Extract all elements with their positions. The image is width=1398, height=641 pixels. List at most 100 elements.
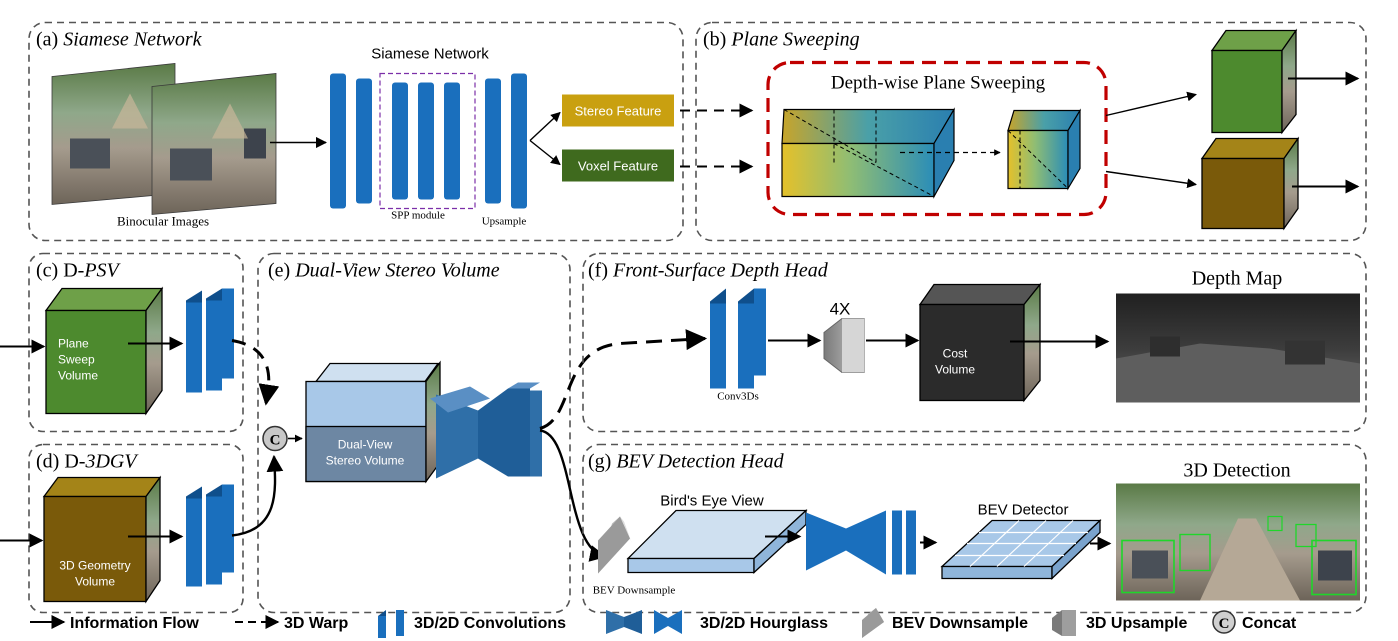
dual-view-label-line1: Dual-View (338, 438, 393, 452)
3dgv-to-concat-arrow (231, 454, 284, 537)
legend-convolution-icon (378, 610, 404, 638)
panel-c-psv: (c) D-PSV Plane Sweep Volume (0, 252, 244, 433)
to-stereo-feature-arrow (529, 111, 561, 142)
panel-d-3dgv: (d) D-3DGV 3D Geometry Volume (0, 443, 244, 614)
panel-d-border (28, 443, 244, 614)
voxel-feature-label: Voxel Feature (578, 159, 658, 174)
legend-convolutions-label: 3D/2D Convolutions (414, 615, 566, 632)
conv-block (330, 73, 346, 209)
panel-a-title: (a) Siamese Network (36, 29, 203, 51)
four-x-label: 4X (830, 300, 851, 319)
psv-label-line2: Sweep (58, 353, 95, 367)
depth-map-label: Depth Map (1192, 268, 1283, 290)
3d-hourglass (430, 382, 542, 479)
plane-sweep-volume-cube (44, 286, 164, 416)
spp-module-box (379, 72, 476, 210)
3d-detection-image (1116, 483, 1360, 601)
spp-block (392, 82, 408, 200)
conv-block (356, 78, 372, 204)
to-voxel-feature-arrow (529, 139, 561, 166)
panel-a-siamese-network: (a) Siamese Network Binocular Images Sia… (28, 21, 684, 242)
bev-detector-label: BEV Detector (978, 502, 1069, 519)
legend-hourglass-label: 3D/2D Hourglass (700, 615, 828, 632)
panel-a-border (28, 21, 684, 242)
bev-detector-plane (940, 518, 1102, 581)
panel-d-title: (d) D-3DGV (36, 451, 139, 473)
legend-hourglass-icon (606, 610, 682, 634)
legend-concat-symbol: C (1219, 616, 1230, 632)
right-image-car (170, 148, 212, 181)
upsample-block (485, 78, 501, 204)
panel-b-plane-sweeping: (b) Plane Sweeping Depth-wise Plane Swee… (695, 21, 1367, 242)
legend: Information Flow 3D Warp 3D/2D Convoluti… (30, 608, 1297, 638)
siamese-network-blocks (330, 73, 527, 209)
panel-c-title: (c) D-PSV (36, 260, 122, 282)
depthwise-sweeping-label: Depth-wise Plane Sweeping (831, 73, 1046, 94)
panel-g-border (582, 443, 1367, 614)
panel-f-title: (f) Front-Surface Depth Head (588, 260, 829, 282)
legend-concat-icon (1212, 610, 1236, 634)
legend-3d-upsample-label: 3D Upsample (1086, 615, 1187, 632)
psv-conv-blocks (186, 288, 234, 393)
concat-symbol: C (270, 433, 281, 449)
cost-volume-label-line2: Volume (935, 363, 975, 377)
conv3ds-label: Conv3Ds (717, 391, 759, 403)
cost-volume-cube (918, 282, 1042, 403)
2d-hourglass (806, 510, 916, 575)
hourglass-to-depth-head-arrow (539, 329, 708, 430)
siamese-network-label: Siamese Network (371, 46, 489, 63)
dual-view-volume-cube (305, 360, 441, 484)
3d-upsample-glyph (823, 318, 865, 373)
spp-block (444, 82, 460, 200)
psv-label-line1: Plane (58, 337, 89, 351)
voxel-feature-box (562, 149, 674, 182)
psv-output-cube (1210, 28, 1298, 135)
to-psv-cube-arrow (1105, 91, 1197, 117)
bev-downsample-label: BEV Downsample (593, 585, 676, 597)
panel-b-border (695, 21, 1367, 242)
legend-3d-warp-label: 3D Warp (284, 615, 349, 632)
psv-to-concat-arrow (231, 339, 280, 406)
binocular-images-label: Binocular Images (117, 214, 209, 229)
birds-eye-view-plane (626, 509, 808, 574)
panel-e-title: (e) Dual-View Stereo Volume (268, 260, 500, 282)
spp-block (418, 82, 434, 200)
geometry-volume-label-line2: Volume (75, 575, 115, 589)
depthwise-sweeping-box (766, 60, 1108, 217)
panel-e-dual-view: (e) Dual-View Stereo Volume C Dual-View … (231, 252, 571, 614)
legend-information-flow-label: Information Flow (70, 615, 199, 632)
psv-label-line3: Volume (58, 369, 98, 383)
panel-g-bev-head: (g) BEV Detection Head BEV Downsample Bi… (582, 443, 1367, 614)
panel-g-title: (g) BEV Detection Head (588, 451, 785, 473)
geometry-volume-label-line1: 3D Geometry (59, 559, 130, 573)
hourglass-to-bev-head-arrow (539, 429, 607, 562)
3d-detection-label: 3D Detection (1183, 460, 1290, 482)
depth-map-image (1116, 293, 1360, 403)
panel-e-border (257, 252, 571, 614)
dual-view-label-line2: Stereo Volume (326, 454, 405, 468)
right-image-car-2 (244, 128, 266, 159)
stereo-feature-box (562, 94, 674, 127)
stereo-feature-label: Stereo Feature (575, 104, 662, 119)
legend-bev-downsample-label: BEV Downsample (892, 615, 1028, 632)
left-image-road (112, 93, 148, 129)
panel-f-border (582, 252, 1367, 433)
panel-f-depth-head: (f) Front-Surface Depth Head Conv3Ds 4X … (582, 252, 1367, 433)
legend-concat-label: Concat (1242, 615, 1297, 632)
spp-module-label: SPP module (391, 210, 445, 222)
bev-downsample-glyph (598, 516, 632, 574)
3dgv-conv-blocks (186, 484, 234, 587)
right-image-road (212, 103, 248, 139)
panel-b-title: (b) Plane Sweeping (703, 29, 860, 51)
cost-volume-label-line1: Cost (943, 347, 968, 361)
legend-bev-downsample-icon (862, 608, 884, 638)
left-image-car (70, 138, 110, 169)
concat-icon (262, 425, 288, 452)
upsample-block (511, 73, 527, 209)
conv3d-blocks (710, 288, 766, 389)
upsample-label: Upsample (482, 216, 527, 228)
geometry-volume-cube (42, 475, 162, 604)
small-sweep-cuboid (1007, 108, 1082, 191)
birds-eye-view-label: Bird's Eye View (660, 493, 764, 510)
